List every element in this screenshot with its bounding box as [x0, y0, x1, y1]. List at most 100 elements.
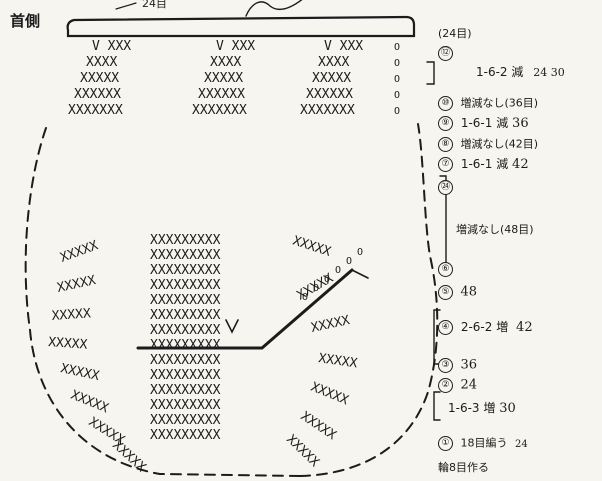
stitch-glyphs: V XXX: [324, 39, 363, 54]
stitch-glyphs: XXXX: [318, 55, 349, 70]
neck-side-label: 首側: [10, 12, 41, 30]
stitch-glyphs: O: [335, 265, 341, 276]
bracket-increase-mid: [433, 309, 441, 365]
stitch-glyphs: XXXXXXXXX: [150, 308, 221, 323]
row-number-mark: ①: [438, 436, 453, 451]
legend-text: 1-6-3 増: [448, 401, 496, 415]
stitch-glyphs: XXXXXXX: [68, 103, 123, 118]
legend-text: 増減なし(42目): [460, 137, 539, 151]
legend-row-5: ⑤ 48: [438, 285, 477, 300]
legend-row-9: ⑨ 1-6-1 減 36: [438, 116, 529, 131]
legend-text: 増減なし(36目): [460, 96, 539, 110]
legend-note: 24: [515, 438, 528, 450]
legend-row-header: (24目): [438, 28, 472, 39]
legend-row-plain: 増減なし(48目): [456, 224, 534, 235]
legend-note: 36: [460, 357, 478, 373]
legend-row-7: ⑦ 1-6-1 減 42: [438, 157, 529, 172]
bag-body-left-dashed: [24, 127, 301, 477]
stitch-glyphs: XXXXXXXXX: [150, 263, 221, 278]
legend-row-11-10: 1-6-2 減 24 30: [476, 66, 565, 78]
stitch-glyphs: XXXXX: [80, 71, 119, 86]
legend-note: 42: [516, 320, 533, 335]
stitch-glyphs: XXXXX: [204, 71, 243, 86]
base-join-tick: [351, 269, 369, 279]
stitch-glyphs: XXXXXXXXX: [150, 428, 221, 443]
stitch-glyphs: XXXXXX: [198, 87, 245, 102]
row-number-mark: ⑧: [438, 137, 453, 152]
row-number-mark: ④: [438, 320, 453, 335]
legend-text: 18目編う: [460, 436, 508, 450]
base-center-mark: [225, 319, 239, 334]
stitch-glyphs: XXXX: [210, 55, 241, 70]
legend-row-2: ② 24: [438, 378, 477, 393]
legend-note: 24: [460, 377, 478, 393]
legend-text: 2-6-2 増: [460, 320, 509, 334]
legend-row-1a: 1-6-3 増 30: [448, 402, 516, 415]
legend-text: 1-6-2 減: [476, 65, 524, 79]
legend-text: 1-6-1 減: [460, 116, 509, 130]
stitch-glyphs: XXXXXXXXX: [150, 413, 221, 428]
stitch-glyphs: XXXXXXXXX: [150, 278, 221, 293]
row-number-mark: ②: [438, 378, 453, 393]
stitch-glyphs: O: [324, 274, 330, 285]
stitch-glyphs: XXXXXXXXX: [150, 323, 221, 338]
neck-stitch-count: 24目: [140, 0, 169, 10]
stitch-glyphs: XXXXX: [312, 71, 351, 86]
legend-row-10: ⑩ 増減なし(36目): [438, 96, 538, 111]
base-center-line: [136, 268, 354, 350]
legend-note: 48: [460, 284, 478, 300]
stitch-glyphs: XXXXX: [48, 335, 88, 353]
stitch-glyphs: XXXXXXXXX: [150, 233, 221, 248]
row-number-mark: ③: [438, 358, 453, 373]
stitch-glyphs: O: [302, 292, 308, 303]
stitch-glyphs: XXXXXXXXX: [150, 353, 221, 368]
legend-row-start: 輪8目作る: [438, 462, 489, 473]
bracket-increase-low: [433, 391, 441, 421]
stitch-glyphs: V XXX: [216, 39, 255, 54]
legend-note: 30: [499, 401, 516, 416]
stitch-glyphs: XXXXXXX: [300, 103, 355, 118]
neck-count-arrow-left: [115, 2, 137, 10]
row-number-mark: ㉔: [438, 180, 453, 195]
stitch-glyphs: XXXXXX: [74, 87, 121, 102]
stitch-glyphs: O: [394, 90, 400, 101]
stitch-glyphs: XXXXXXXXX: [150, 248, 221, 263]
stitch-glyphs: XXXXX: [51, 306, 91, 324]
legend-note: 36: [512, 116, 529, 131]
stitch-glyphs: XXXXXX: [306, 87, 353, 102]
stitch-glyphs: XXXXXXXXX: [150, 383, 221, 398]
legend-row-1: ① 18目編う 24: [438, 436, 528, 451]
neck-band-outline: [66, 15, 416, 38]
row-number-mark: ⑨: [438, 116, 453, 131]
legend-note: 42: [512, 157, 529, 172]
bracket-decrease-top: [426, 61, 435, 85]
legend-note: 24 30: [533, 66, 565, 79]
stitch-glyphs: O: [346, 256, 352, 267]
row-number-mark: ⑫: [438, 46, 453, 61]
stitch-glyphs: XXXXXXXXX: [150, 368, 221, 383]
legend-text: (24目): [438, 27, 472, 40]
stitch-glyphs: O: [394, 58, 400, 69]
legend-text: 増減なし(48目): [456, 223, 534, 236]
row-number-mark: ⑦: [438, 157, 453, 172]
row-number-mark: ⑩: [438, 96, 453, 111]
stitch-glyphs: XXXXXXXXX: [150, 338, 221, 353]
legend-row-12: ⑫: [438, 46, 457, 61]
stitch-glyphs: O: [357, 247, 363, 258]
legend-row-6: ⑥: [438, 262, 457, 277]
stitch-glyphs: XXXXX: [317, 351, 358, 371]
stitch-glyphs: O: [394, 106, 400, 117]
stitch-glyphs: O: [313, 283, 319, 294]
legend-row-3: ③ 36: [438, 358, 477, 373]
bag-body-right-dashed: [299, 123, 439, 477]
string-loop: [245, 0, 303, 17]
legend-text: 輪8目作る: [438, 461, 489, 474]
legend-row-4: ④ 2-6-2 増 42: [438, 320, 533, 335]
row-number-mark: ⑥: [438, 262, 453, 277]
stitch-glyphs: V XXX: [92, 39, 131, 54]
stitch-glyphs: XXXXXXX: [192, 103, 247, 118]
legend-row-8: ⑧ 増減なし(42目): [438, 137, 538, 152]
